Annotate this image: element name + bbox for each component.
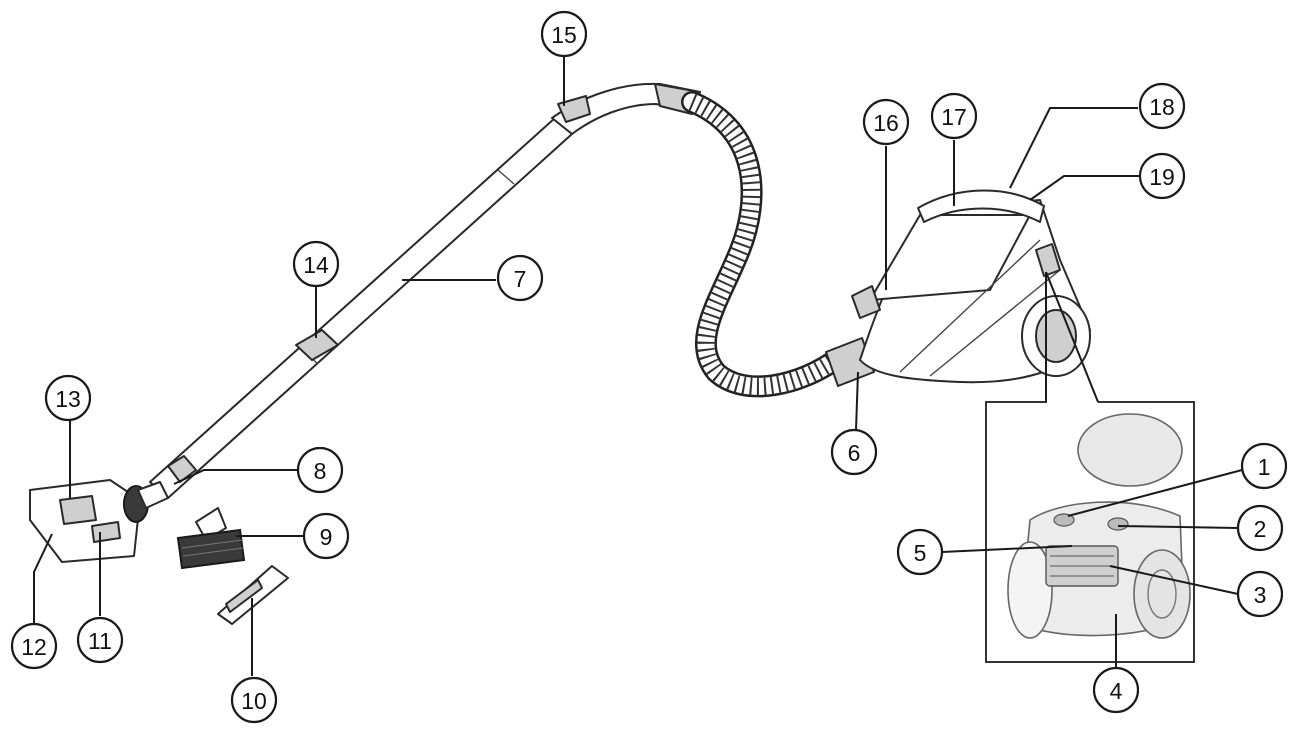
callout-16: 16 <box>862 98 910 146</box>
svg-text:5: 5 <box>914 540 927 566</box>
svg-text:19: 19 <box>1149 164 1175 190</box>
telescopic-tube <box>149 117 573 499</box>
vacuum-illustration <box>29 82 1195 663</box>
callouts: 1 2 3 4 5 6 7 8 9 10 11 12 13 14 15 16 1… <box>10 10 1288 724</box>
callout-14: 14 <box>292 240 340 288</box>
svg-text:18: 18 <box>1149 94 1175 120</box>
svg-text:3: 3 <box>1254 582 1267 608</box>
callout-6: 6 <box>830 428 878 476</box>
callout-7: 7 <box>496 254 544 302</box>
callout-11: 11 <box>76 616 124 664</box>
callout-2: 2 <box>1236 504 1284 552</box>
svg-text:4: 4 <box>1110 678 1123 704</box>
callout-13: 13 <box>44 374 92 422</box>
svg-text:7: 7 <box>514 266 527 292</box>
callout-10: 10 <box>230 676 278 724</box>
svg-text:12: 12 <box>21 634 47 660</box>
callout-8: 8 <box>296 446 344 494</box>
callout-9: 9 <box>302 512 350 560</box>
svg-text:1: 1 <box>1258 454 1271 480</box>
upholstery-brush <box>176 507 246 570</box>
cleaner-body <box>851 189 1091 384</box>
callout-5: 5 <box>896 528 944 576</box>
svg-text:16: 16 <box>873 110 899 136</box>
callout-18: 18 <box>1138 82 1186 130</box>
svg-text:6: 6 <box>848 440 861 466</box>
callout-1: 1 <box>1240 442 1288 490</box>
callout-19: 19 <box>1138 152 1186 200</box>
svg-text:2: 2 <box>1254 516 1267 542</box>
callout-12: 12 <box>10 622 58 670</box>
callout-15: 15 <box>540 10 588 58</box>
floor-nozzle <box>29 479 169 563</box>
hose-handle <box>551 82 701 135</box>
svg-text:13: 13 <box>55 386 81 412</box>
flexible-hose <box>681 91 849 398</box>
callout-4: 4 <box>1092 666 1140 714</box>
leader-lines <box>33 56 1243 676</box>
callout-17: 17 <box>930 92 978 140</box>
callout-3: 3 <box>1236 570 1284 618</box>
svg-text:11: 11 <box>88 628 112 654</box>
svg-text:8: 8 <box>314 458 327 484</box>
svg-text:17: 17 <box>941 104 967 130</box>
hose-connector <box>825 337 875 387</box>
svg-text:15: 15 <box>551 22 577 48</box>
detail-inset <box>985 271 1195 663</box>
svg-text:10: 10 <box>241 688 267 714</box>
svg-text:9: 9 <box>320 524 333 550</box>
svg-text:14: 14 <box>303 252 329 278</box>
crevice-tool <box>217 565 289 625</box>
